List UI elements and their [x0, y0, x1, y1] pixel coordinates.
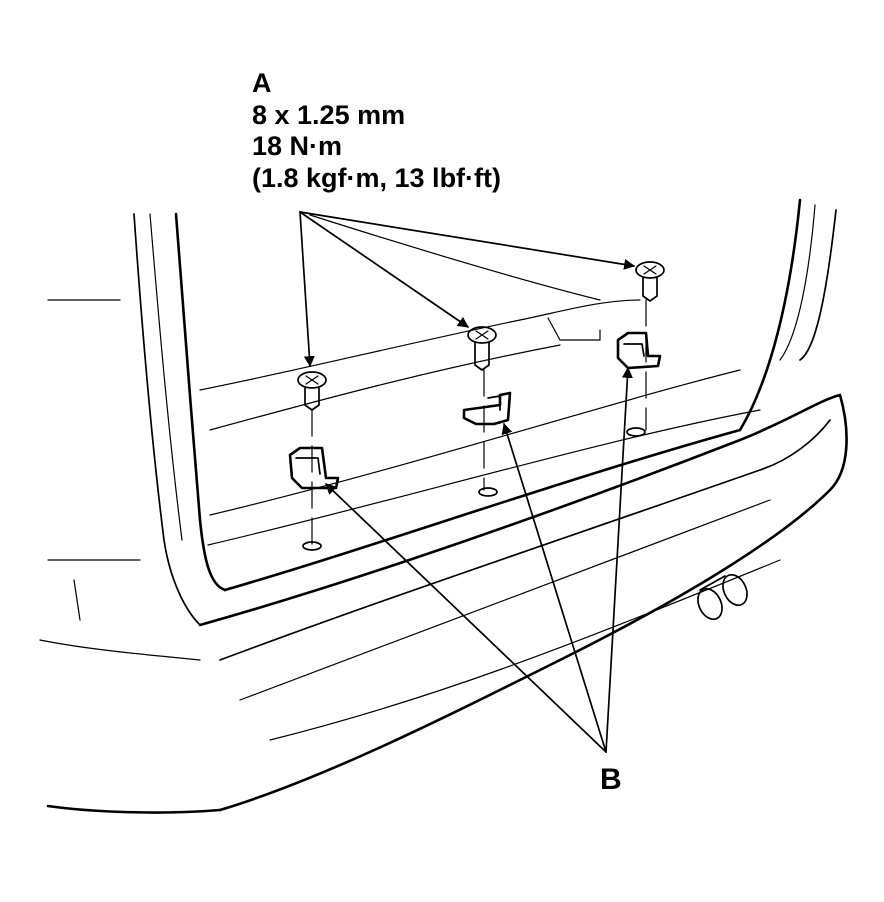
bumper-upper-crease [219, 419, 831, 661]
bracket-body [462, 391, 512, 426]
bolt-cross [305, 375, 319, 385]
bolt-paths [311, 299, 647, 546]
bracket-inner [295, 457, 321, 475]
bolt-torque-spec: 18 N·m [252, 131, 343, 161]
trim-panel-diagonal [309, 214, 601, 301]
exhaust-tip-left [697, 587, 723, 621]
leader-b-to-bracket-center [501, 422, 607, 753]
callout-a-letter: A [252, 68, 272, 98]
bolt-cross [643, 265, 657, 275]
bracket-center [462, 391, 512, 426]
mount-holes [302, 427, 646, 551]
bolt-thread-spec: 8 x 1.25 mm [252, 99, 406, 130]
body-line-4 [73, 579, 81, 621]
right-pillar-inner [738, 198, 802, 432]
bolt-shank [474, 342, 490, 371]
mount-hole-center [478, 487, 498, 497]
trim-panel-mid [209, 344, 561, 431]
right-pillar-outer [799, 209, 837, 361]
rear-bumper [46, 393, 848, 814]
callout-b-label: B [600, 763, 622, 796]
bolt-cross [475, 330, 489, 340]
leader-a-to-bolt-right [299, 211, 636, 270]
mount-hole-left [302, 541, 322, 551]
bracket-left [288, 446, 340, 490]
cargo-floor-line [209, 369, 741, 516]
bolt-torque-alt-spec: (1.8 kgf·m, 13 lbf·ft) [252, 162, 502, 193]
leader-lines [299, 211, 636, 753]
leader-b-to-bracket-right [605, 366, 633, 753]
bolt-right [635, 261, 665, 302]
leader-a-to-bolt-left [299, 211, 315, 368]
left-pillar-inner [174, 212, 227, 592]
body-line-3 [39, 639, 201, 661]
bumper-outer-edge [218, 393, 848, 812]
bumper-bottom-edge [46, 804, 222, 814]
bracket-inner [623, 343, 645, 357]
exhaust-link [699, 575, 726, 591]
bolt-head [467, 326, 497, 344]
bumper-mid-crease [239, 499, 771, 701]
bracket-body [616, 331, 662, 370]
bolt-shank [642, 277, 658, 302]
vehicle-body [39, 198, 837, 661]
exhaust-tip-right [722, 573, 748, 607]
bolt-shank [304, 387, 320, 411]
bolt-left [297, 371, 327, 411]
bracket-right [616, 331, 662, 370]
right-pillar-crease [779, 204, 816, 361]
mount-hole-right [626, 427, 646, 437]
callout-a-label: A 8 x 1.25 mm 18 N·m (1.8 kgf·m, 13 lbf·… [252, 68, 501, 194]
bumper-top-edge [198, 393, 842, 627]
bolt-center [467, 326, 497, 371]
leader-b-to-bracket-left [325, 483, 607, 753]
left-pillar-outer [133, 213, 201, 626]
cargo-lip-edge [223, 428, 742, 592]
left-pillar-crease [149, 213, 183, 541]
bumper-lower-crease [269, 559, 781, 741]
trim-panel-top [199, 299, 641, 391]
bolt-head [297, 371, 327, 389]
bracket-body [288, 446, 340, 490]
bolt-head [635, 261, 665, 279]
trim-panel-step [547, 317, 601, 341]
leader-a-to-bolt-center [299, 211, 469, 328]
cargo-lip-line [207, 409, 761, 546]
bracket-inner [487, 395, 501, 411]
